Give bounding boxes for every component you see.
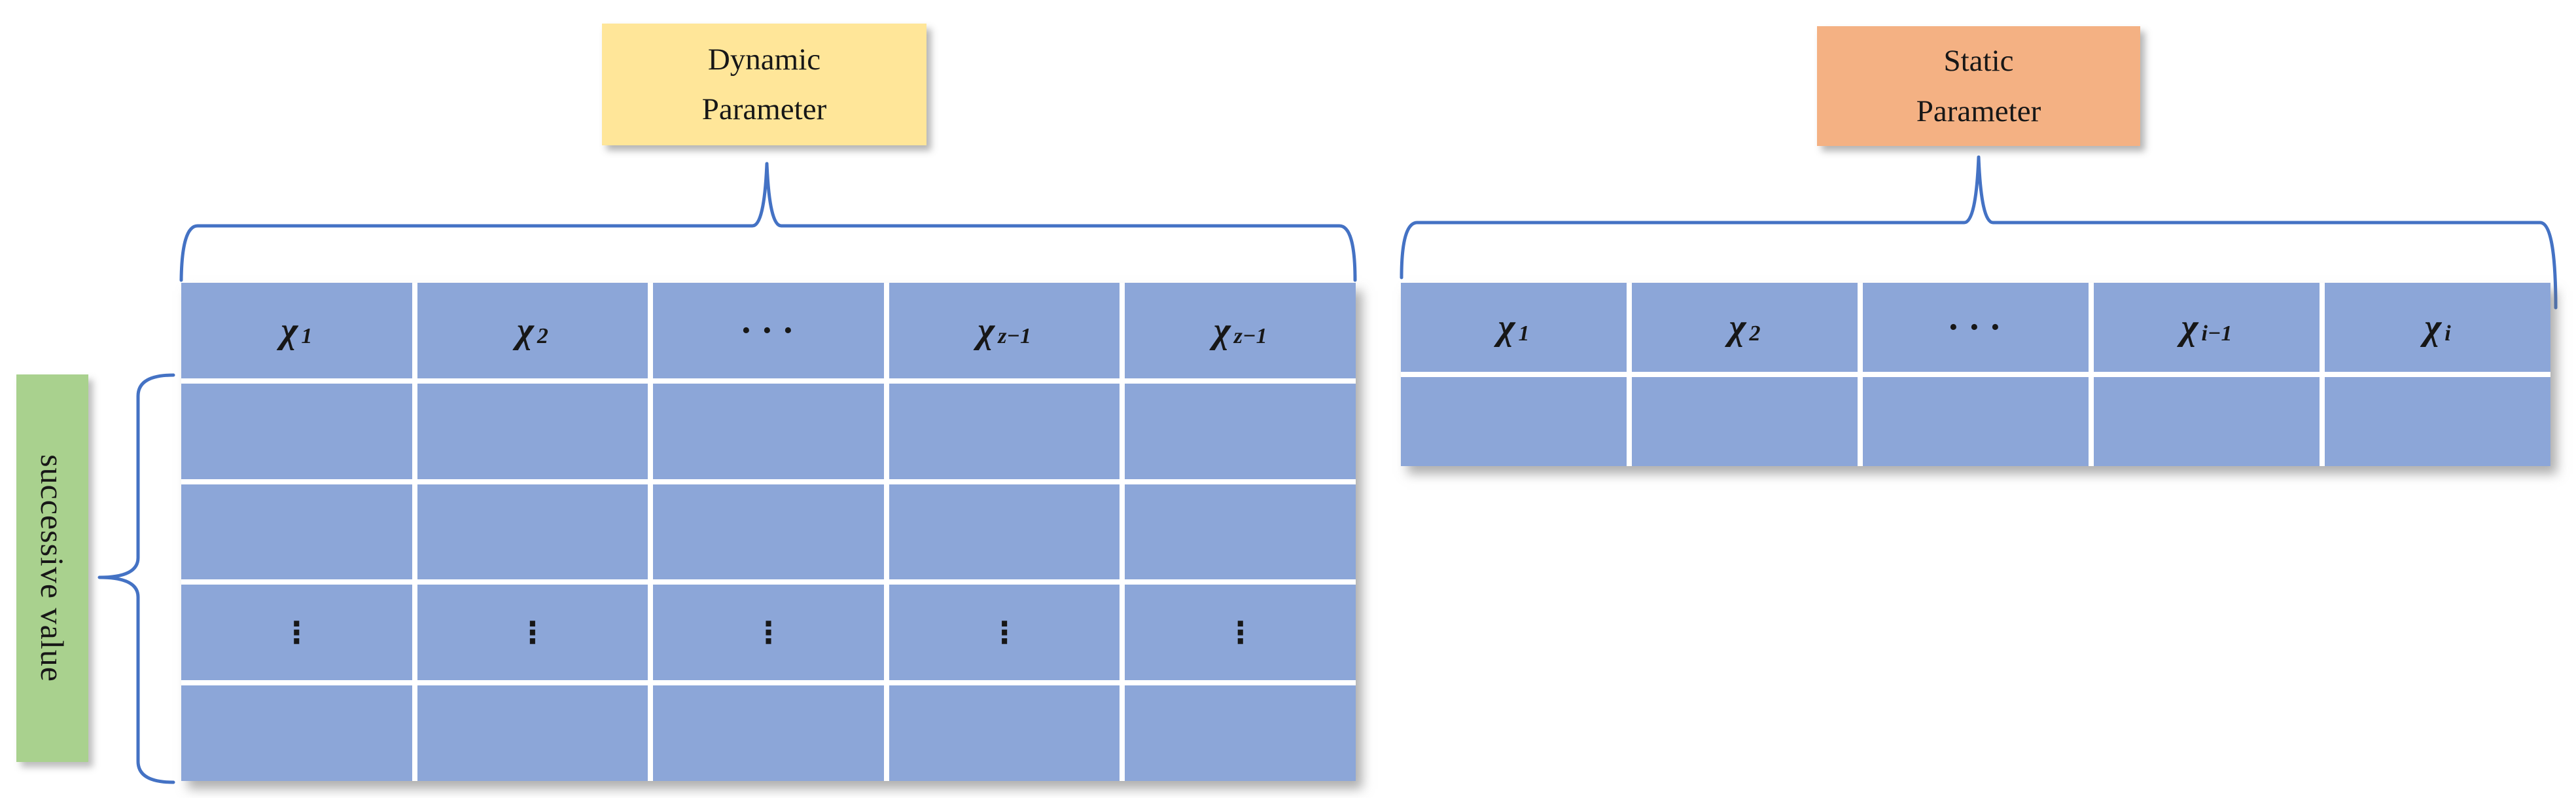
successive-value-label: successive value (34, 454, 71, 682)
successive-value-box: successive value (16, 374, 88, 762)
dynamic-empty-cell (417, 484, 648, 580)
dynamic-overbrace (179, 162, 1357, 282)
static-empty-cell (2325, 377, 2550, 466)
dynamic-parameter-label-line2: Parameter (701, 92, 827, 126)
dynamic-dots-cell: ⋮ (1125, 585, 1356, 681)
dynamic-empty-cell (1125, 685, 1356, 781)
static-empty-cell (1401, 377, 1627, 466)
static-parameter-label-line2: Parameter (1916, 94, 2041, 128)
dynamic-empty-cell (653, 685, 884, 781)
successive-value-brace (97, 373, 175, 784)
dynamic-empty-cell (181, 383, 412, 479)
dynamic-dots-cell: ⋮ (653, 585, 884, 681)
dynamic-empty-cell (653, 383, 884, 479)
dynamic-empty-cell (181, 484, 412, 580)
static-empty-cell (2094, 377, 2320, 466)
dynamic-col-header-ellipsis: · · · (653, 283, 884, 378)
dynamic-dots-cell: ⋮ (417, 585, 648, 681)
dynamic-parameter-label-line1: Dynamic (707, 42, 821, 77)
dynamic-dots-cell: ⋮ (889, 585, 1120, 681)
dynamic-empty-cell (181, 685, 412, 781)
dynamic-empty-cell (889, 685, 1120, 781)
static-empty-cell (1863, 377, 2089, 466)
dynamic-empty-cell (417, 685, 648, 781)
dynamic-empty-cell (417, 383, 648, 479)
dynamic-empty-cell (889, 383, 1120, 479)
static-col-header-ellipsis: · · · (1863, 283, 2089, 372)
static-empty-cell (1632, 377, 1858, 466)
static-parameter-box: Static Parameter (1817, 26, 2140, 146)
static-parameter-label-line1: Static (1943, 44, 2014, 79)
dynamic-dots-cell: ⋮ (181, 585, 412, 681)
dynamic-empty-cell (889, 484, 1120, 580)
static-overbrace (1400, 155, 2558, 310)
dynamic-empty-cell (653, 484, 884, 580)
dynamic-empty-cell (1125, 484, 1356, 580)
dynamic-empty-cell (1125, 383, 1356, 479)
dynamic-parameter-box: Dynamic Parameter (602, 24, 926, 145)
